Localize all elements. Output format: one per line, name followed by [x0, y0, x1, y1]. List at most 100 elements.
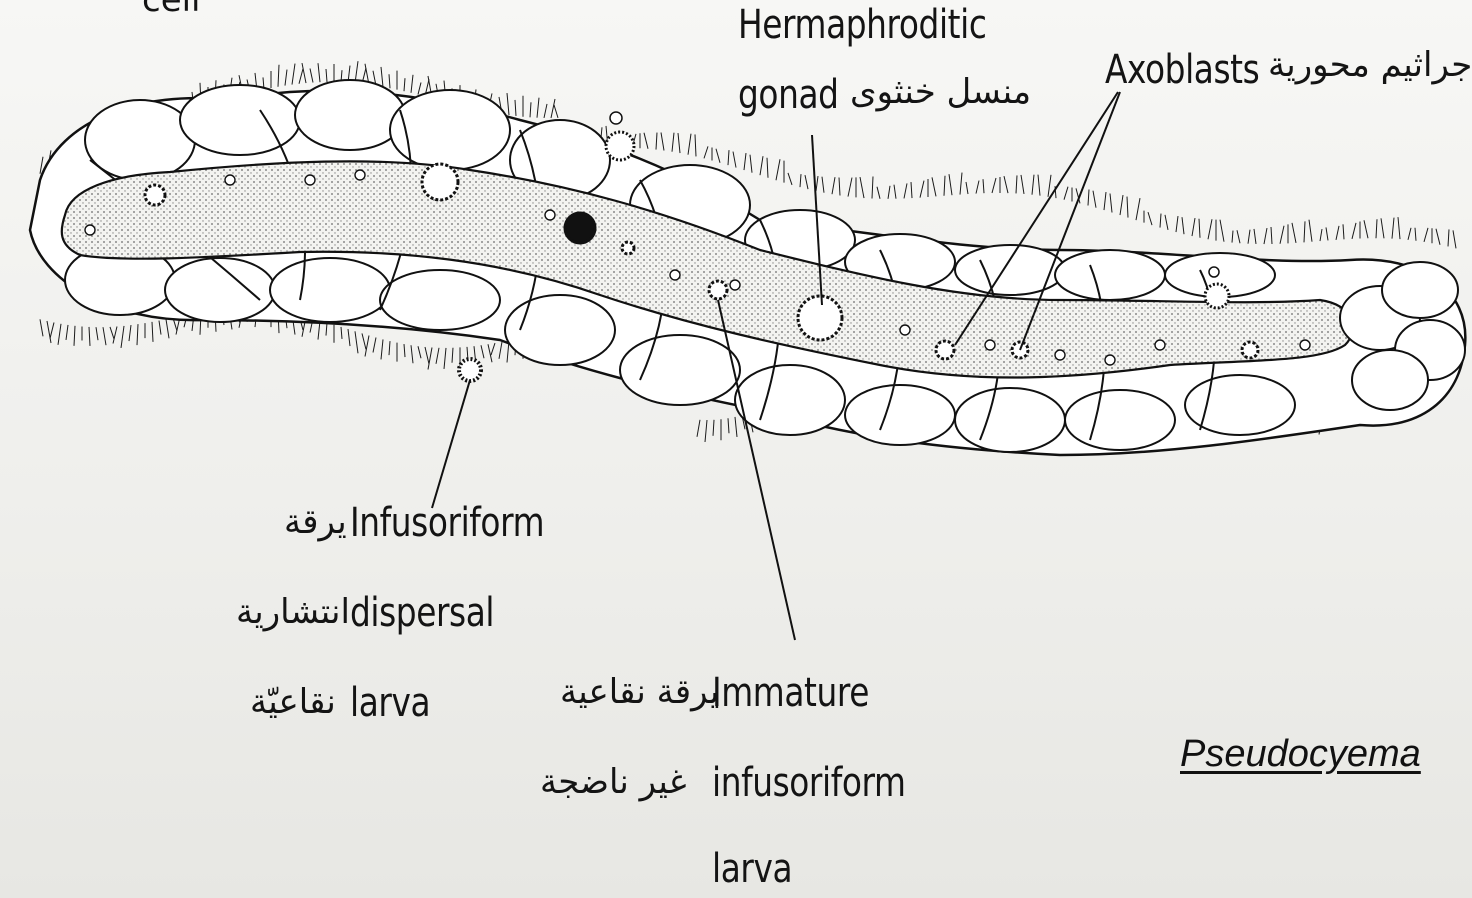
cilium [428, 348, 432, 370]
cilium [96, 327, 98, 340]
cilium [436, 348, 439, 364]
cilium [911, 182, 912, 198]
cilium [800, 174, 801, 187]
cilium [1021, 175, 1024, 194]
cilium [1343, 224, 1344, 239]
cilium [40, 319, 43, 336]
cilium [735, 417, 737, 437]
peripheral-cell [845, 385, 955, 445]
cilium [481, 345, 484, 358]
cilium [1160, 214, 1161, 228]
larva-arabic-label: نقاعيّة [250, 682, 336, 722]
cilium [966, 182, 968, 194]
peripheral-cell [165, 258, 275, 322]
cilium [58, 324, 61, 345]
cilium [733, 152, 736, 168]
immature-arabic-label: يرقة نقاعية [560, 672, 719, 712]
peripheral-cell [955, 245, 1065, 295]
cilium [381, 67, 383, 87]
cilium [411, 345, 413, 363]
cilium [832, 177, 835, 194]
cilium [1264, 228, 1267, 244]
cilium [47, 321, 51, 343]
cilium [1320, 229, 1322, 241]
cilium [418, 346, 421, 358]
cilium [89, 327, 90, 346]
cilium [1436, 229, 1440, 245]
cilium [404, 78, 405, 91]
cilium [776, 159, 780, 180]
cilium [1248, 230, 1250, 244]
cilium [713, 420, 714, 436]
dark-nucleus [565, 213, 595, 243]
cilium [705, 420, 707, 442]
nucleus [545, 210, 555, 220]
peripheral-cell [270, 258, 390, 322]
cilium [299, 69, 303, 84]
cilium [1088, 189, 1089, 205]
cilium [1408, 228, 1411, 240]
peripheral-cell [295, 80, 405, 150]
cilium [326, 69, 327, 82]
cilium [389, 74, 390, 88]
cilium [348, 329, 350, 346]
cilium [750, 155, 752, 173]
cilium [1048, 175, 1051, 197]
cilium [544, 104, 547, 118]
cilium [278, 65, 279, 87]
peripheral-cell [505, 295, 615, 365]
cilium [1220, 220, 1224, 242]
peripheral-cell [620, 335, 740, 405]
cilium [1208, 219, 1212, 239]
cilium [362, 333, 366, 349]
nucleus [900, 325, 910, 335]
axoblast [622, 242, 634, 254]
cilium [1292, 223, 1296, 243]
cilium [839, 177, 840, 195]
cilium [1453, 230, 1456, 248]
cilium [728, 150, 729, 165]
cilium [760, 156, 763, 175]
cilium [848, 178, 852, 197]
cilium [1064, 187, 1068, 200]
species-name: Pseudocyema [1180, 733, 1421, 776]
cilium [1110, 194, 1112, 213]
peripheral-cell [380, 270, 500, 330]
axoblast [1242, 342, 1258, 358]
cilium [507, 93, 509, 115]
cilium [129, 325, 131, 341]
cilium [326, 323, 327, 336]
cilium [110, 327, 114, 339]
peripheral-cell [390, 90, 510, 170]
cilium [1336, 226, 1339, 240]
cilium [66, 325, 68, 340]
cilium [944, 176, 945, 196]
cilium [285, 70, 287, 86]
cilium [341, 327, 342, 339]
cilium [302, 63, 306, 83]
cilium [872, 177, 873, 199]
nucleus [1055, 350, 1065, 360]
axoblast [709, 281, 727, 299]
cilium [1376, 219, 1377, 238]
cut-off-label: cell [142, 0, 201, 20]
axoblast [422, 164, 458, 200]
cilium [137, 324, 138, 345]
axoblasts-arabic-label: جراثيم محورية [1268, 45, 1472, 85]
nucleus [670, 270, 680, 280]
cilium [960, 173, 962, 195]
cilium [444, 348, 446, 369]
nucleus [1300, 340, 1310, 350]
cilium [166, 319, 169, 338]
cilium [860, 177, 864, 198]
cilium [404, 344, 405, 357]
cilium [389, 341, 390, 355]
cilium [1199, 219, 1200, 238]
cilium [554, 105, 558, 118]
cilium [1352, 223, 1356, 239]
cilium [695, 134, 696, 156]
cilium [411, 75, 413, 93]
cilium [499, 342, 502, 359]
cilium [992, 178, 996, 193]
cilium [877, 187, 880, 199]
